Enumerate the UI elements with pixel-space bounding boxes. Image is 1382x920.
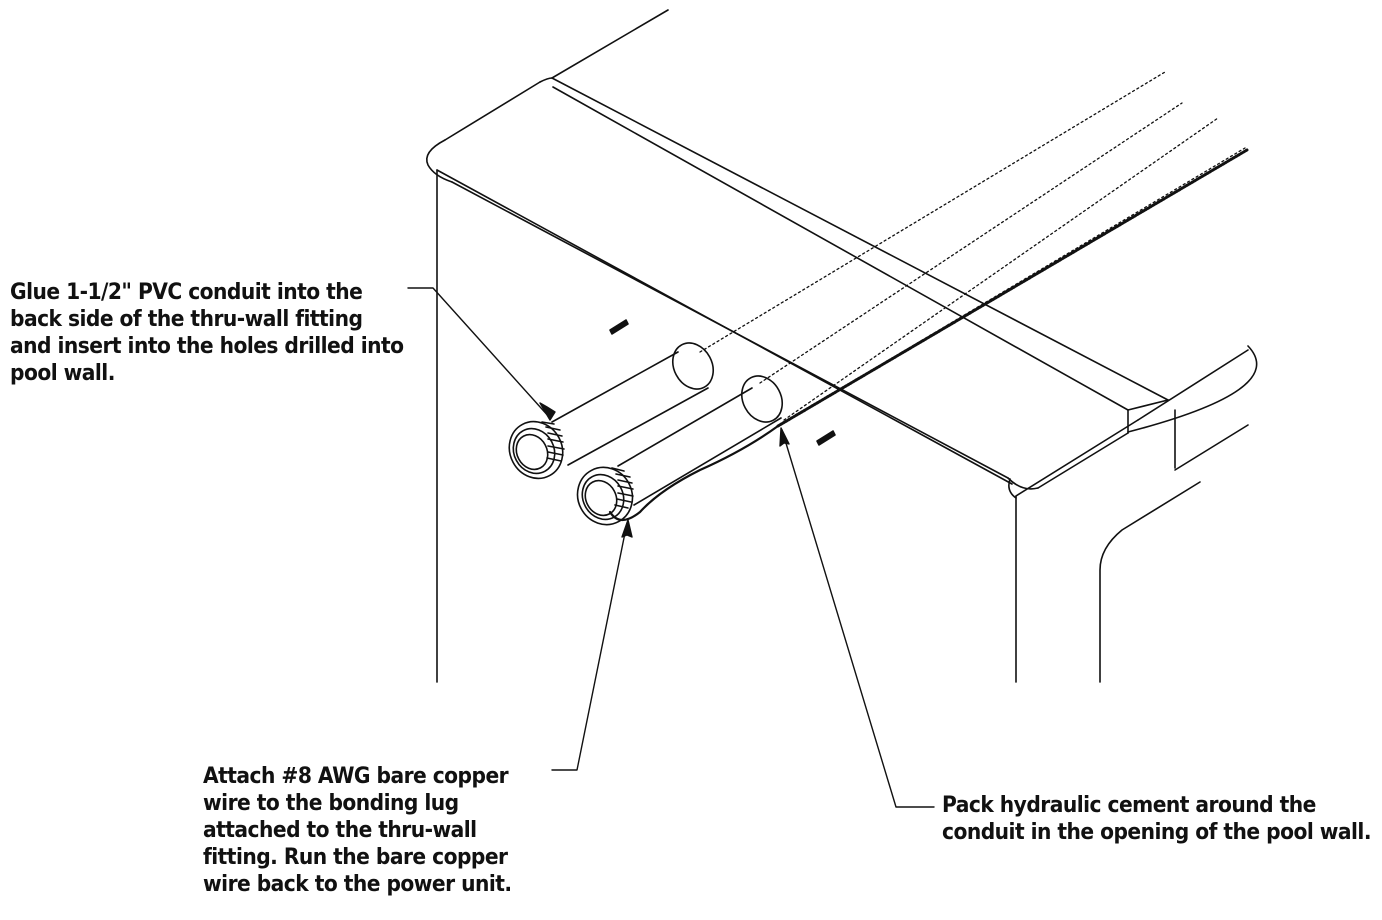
- callout-hydraulic-cement: Pack hydraulic cement around the conduit…: [942, 792, 1372, 846]
- callout-pvc-conduit: Glue 1-1/2" PVC conduit into the back si…: [10, 279, 404, 387]
- callout-line: and insert into the holes drilled into: [10, 333, 404, 359]
- thru-wall-fitting-lower: [576, 375, 784, 526]
- pool-wall: [436, 169, 1201, 683]
- callout-line: wire back to the power unit.: [203, 871, 512, 897]
- callout-line: conduit in the opening of the pool wall.: [942, 819, 1372, 845]
- callout-line: Pack hydraulic cement around the: [942, 792, 1316, 818]
- callout-line: wire to the bonding lug: [203, 790, 459, 816]
- leader-lines: [407, 287, 935, 808]
- pool-coping-rail: [426, 9, 1258, 499]
- callout-bonding-wire: Attach #8 AWG bare copper wire to the bo…: [203, 763, 512, 898]
- callout-line: attached to the thru-wall: [203, 817, 477, 843]
- bonding-lug-wire: [608, 424, 780, 522]
- callout-line: pool wall.: [10, 360, 115, 386]
- callout-line: Attach #8 AWG bare copper: [203, 763, 509, 789]
- bare-copper-wire-run: [776, 148, 1249, 428]
- callout-line: fitting. Run the bare copper: [203, 844, 508, 870]
- conduit-run-lines: [699, 71, 1246, 421]
- wall-bolts: [609, 319, 836, 446]
- pool-upright-post: [1137, 349, 1249, 471]
- callout-line: back side of the thru-wall fitting: [10, 306, 363, 332]
- thru-wall-fitting-upper: [508, 342, 715, 480]
- callout-line: Glue 1-1/2" PVC conduit into the: [10, 279, 363, 305]
